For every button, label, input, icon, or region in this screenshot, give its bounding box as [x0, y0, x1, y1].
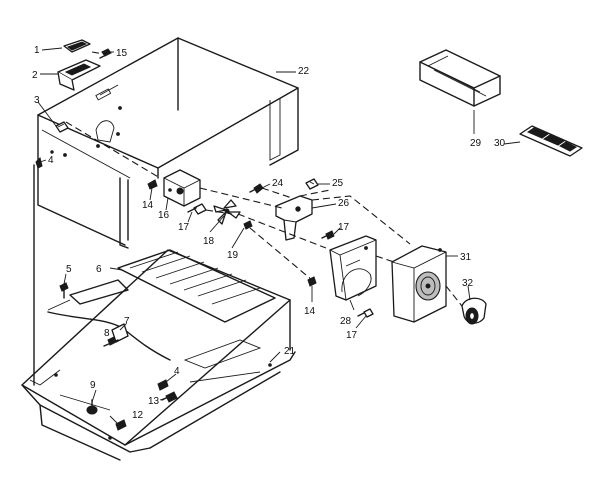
callout-3: 3: [34, 95, 40, 106]
callout-26: 26: [338, 198, 350, 209]
part-5-screw: [59, 282, 69, 299]
callout-14b: 14: [304, 306, 316, 317]
part-25-screw: [305, 178, 319, 190]
callout-7: 7: [124, 316, 130, 327]
callout-4b: 4: [174, 366, 180, 377]
part-4-clip-left: [35, 157, 43, 169]
part-3-grommet: [55, 121, 69, 133]
callout-12: 12: [132, 410, 144, 421]
callout-21: 21: [284, 346, 296, 357]
assembly-lines: [65, 51, 463, 307]
part-1-cap: [63, 39, 91, 53]
part-12-screw: [115, 419, 127, 431]
callout-31: 31: [460, 252, 472, 263]
part-2-bracket: [57, 59, 101, 91]
callout-15: 15: [116, 48, 128, 59]
callout-6: 6: [96, 264, 102, 275]
callout-29: 29: [470, 138, 482, 149]
callout-25: 25: [332, 178, 344, 189]
callout-14a: 14: [142, 200, 154, 211]
callout-24: 24: [272, 178, 284, 189]
callout-18: 18: [203, 236, 215, 247]
part-21-base-pan: [21, 249, 296, 461]
part-32-knob: [461, 297, 487, 325]
part-17-screw-c: [357, 308, 374, 318]
callout-5: 5: [66, 264, 72, 275]
callout-17c: 17: [346, 330, 358, 341]
callout-16: 16: [158, 210, 170, 221]
callout-17a: 17: [178, 222, 190, 233]
callout-2: 2: [32, 70, 38, 81]
leader-lines: [37, 47, 521, 425]
part-26-mount-bracket: [275, 195, 313, 241]
part-22-housing: [37, 37, 299, 249]
part-15-screw: [99, 48, 112, 59]
callout-1: 1: [34, 45, 40, 56]
part-28-fan-shroud: [329, 235, 377, 301]
part-14-clip-a: [147, 179, 158, 190]
part-31-air-housing: [391, 245, 447, 323]
callout-28: 28: [340, 316, 352, 327]
callout-labels: 1 2 3 15 22 4 14 16 17 18 19 24 25 26 17…: [32, 45, 506, 421]
callout-13: 13: [148, 396, 160, 407]
callout-30: 30: [494, 138, 506, 149]
part-17-screw-b: [321, 230, 335, 240]
part-9-screw: [86, 399, 98, 415]
callout-4a: 4: [48, 155, 54, 166]
part-14-clip-b: [307, 276, 317, 287]
part-29-rack: [419, 49, 501, 107]
callout-22: 22: [298, 66, 310, 77]
part-30-control-strip: [519, 125, 583, 157]
part-17-screw-a: [187, 203, 207, 215]
callout-19: 19: [227, 250, 239, 261]
callout-32: 32: [462, 278, 474, 289]
part-16-fan-motor: [163, 169, 201, 207]
callout-9: 9: [90, 380, 96, 391]
part-4-clip-base: [157, 379, 169, 391]
part-6-shelf: [47, 249, 276, 323]
part-24-clip: [249, 183, 264, 194]
part-19-nut: [243, 220, 253, 230]
callout-8: 8: [104, 328, 110, 339]
callout-17b: 17: [338, 222, 350, 233]
